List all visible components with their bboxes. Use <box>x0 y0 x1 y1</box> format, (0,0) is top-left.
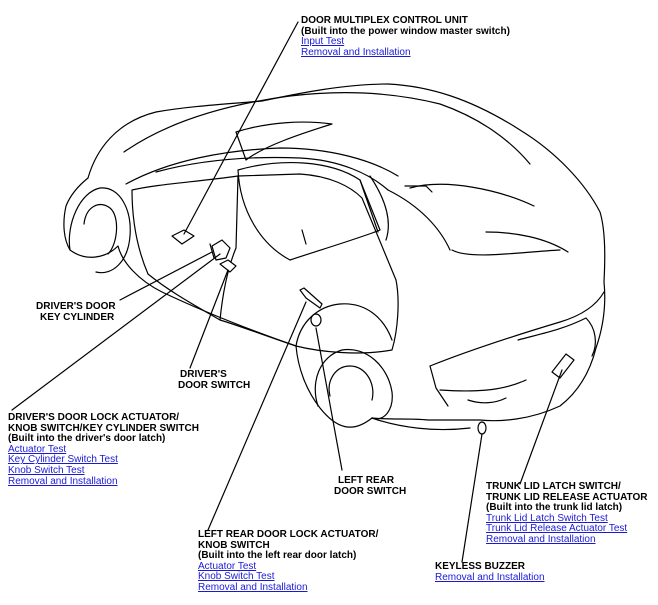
trunk-line1: TRUNK LID LATCH SWITCH/ <box>486 481 621 492</box>
left-rear-lock-actuator-line3: (Built into the left rear door latch) <box>198 550 357 562</box>
rear-door-switch-marker <box>310 313 322 327</box>
removal-installation-link[interactable]: Removal and Installation <box>435 571 545 583</box>
wheels <box>68 187 393 420</box>
keyless-buzzer-marker <box>477 421 487 435</box>
trunk-line2: TRUNK LID RELEASE ACTUATOR <box>486 491 648 503</box>
drivers-lock-actuator-line2: KNOB SWITCH/KEY CYLINDER SWITCH <box>8 422 199 434</box>
keyless-buzzer-callout: KEYLESS BUZZER Removal and Installation <box>435 561 545 583</box>
left-rear-door-switch-callout: LEFT REAR DOOR SWITCH <box>334 475 407 497</box>
roof-and-windows <box>123 92 569 261</box>
removal-installation-link[interactable]: Removal and Installation <box>486 533 596 545</box>
knob-switch-test-link[interactable]: Knob Switch Test <box>198 571 275 583</box>
trunk-lid-release-actuator-test-link[interactable]: Trunk Lid Release Actuator Test <box>486 523 628 535</box>
removal-installation-link[interactable]: Removal and Installation <box>198 581 308 593</box>
removal-installation-link[interactable]: Removal and Installation <box>8 475 118 487</box>
component-markers <box>171 229 575 435</box>
drivers-door-switch-callout: DRIVER'S DOOR SWITCH <box>178 369 251 391</box>
rear-trunk-area <box>429 291 605 407</box>
key-cylinder-switch-test-link[interactable]: Key Cylinder Switch Test <box>8 454 118 466</box>
input-test-link[interactable]: Input Test <box>301 36 345 48</box>
trunk-line3: (Built into the trunk lid latch) <box>486 502 623 514</box>
left-rear-door-switch-line1: LEFT REAR <box>338 475 395 486</box>
trunk-callout: TRUNK LID LATCH SWITCH/ TRUNK LID RELEAS… <box>486 481 648 546</box>
keyless-buzzer-title: KEYLESS BUZZER <box>435 561 526 572</box>
drivers-lock-actuator-line1: DRIVER'S DOOR LOCK ACTUATOR/ <box>8 412 180 423</box>
drivers-key-cylinder-line1: DRIVER'S DOOR <box>36 301 116 312</box>
trunk-latch-marker <box>551 353 575 379</box>
car-body-outline <box>63 83 606 431</box>
door-multiplex-subtitle: (Built into the power window master swit… <box>301 25 510 37</box>
doors <box>131 173 399 354</box>
door-multiplex-callout: DOOR MULTIPLEX CONTROL UNIT (Built into … <box>301 15 510 58</box>
rear-door-latch-marker <box>299 287 323 309</box>
drivers-lock-actuator-callout: DRIVER'S DOOR LOCK ACTUATOR/ KNOB SWITCH… <box>8 412 199 487</box>
left-rear-door-switch-line2: DOOR SWITCH <box>334 485 407 497</box>
drivers-key-cylinder-callout: DRIVER'S DOOR KEY CYLINDER <box>36 301 116 323</box>
trunk-lid-latch-switch-test-link[interactable]: Trunk Lid Latch Switch Test <box>486 512 608 524</box>
actuator-test-link[interactable]: Actuator Test <box>198 560 257 572</box>
door-multiplex-title: DOOR MULTIPLEX CONTROL UNIT <box>301 15 468 26</box>
left-rear-lock-actuator-callout: LEFT REAR DOOR LOCK ACTUATOR/ KNOB SWITC… <box>198 529 379 594</box>
leader-lines <box>11 21 563 563</box>
drivers-door-switch-line1: DRIVER'S <box>180 369 227 380</box>
key-cylinder-marker <box>211 239 231 261</box>
left-rear-lock-actuator-line2: KNOB SWITCH <box>198 539 270 551</box>
left-rear-lock-actuator-line1: LEFT REAR DOOR LOCK ACTUATOR/ <box>198 529 379 540</box>
removal-installation-link[interactable]: Removal and Installation <box>301 46 411 58</box>
knob-switch-test-link[interactable]: Knob Switch Test <box>8 464 85 476</box>
door-multiplex-unit-marker <box>171 229 195 245</box>
drivers-door-switch-line2: DOOR SWITCH <box>178 379 251 391</box>
actuator-test-link[interactable]: Actuator Test <box>8 443 67 455</box>
drivers-key-cylinder-line2: KEY CYLINDER <box>40 311 115 323</box>
driver-door-switch-marker <box>219 259 237 273</box>
drivers-lock-actuator-line3: (Built into the driver's door latch) <box>8 433 166 445</box>
